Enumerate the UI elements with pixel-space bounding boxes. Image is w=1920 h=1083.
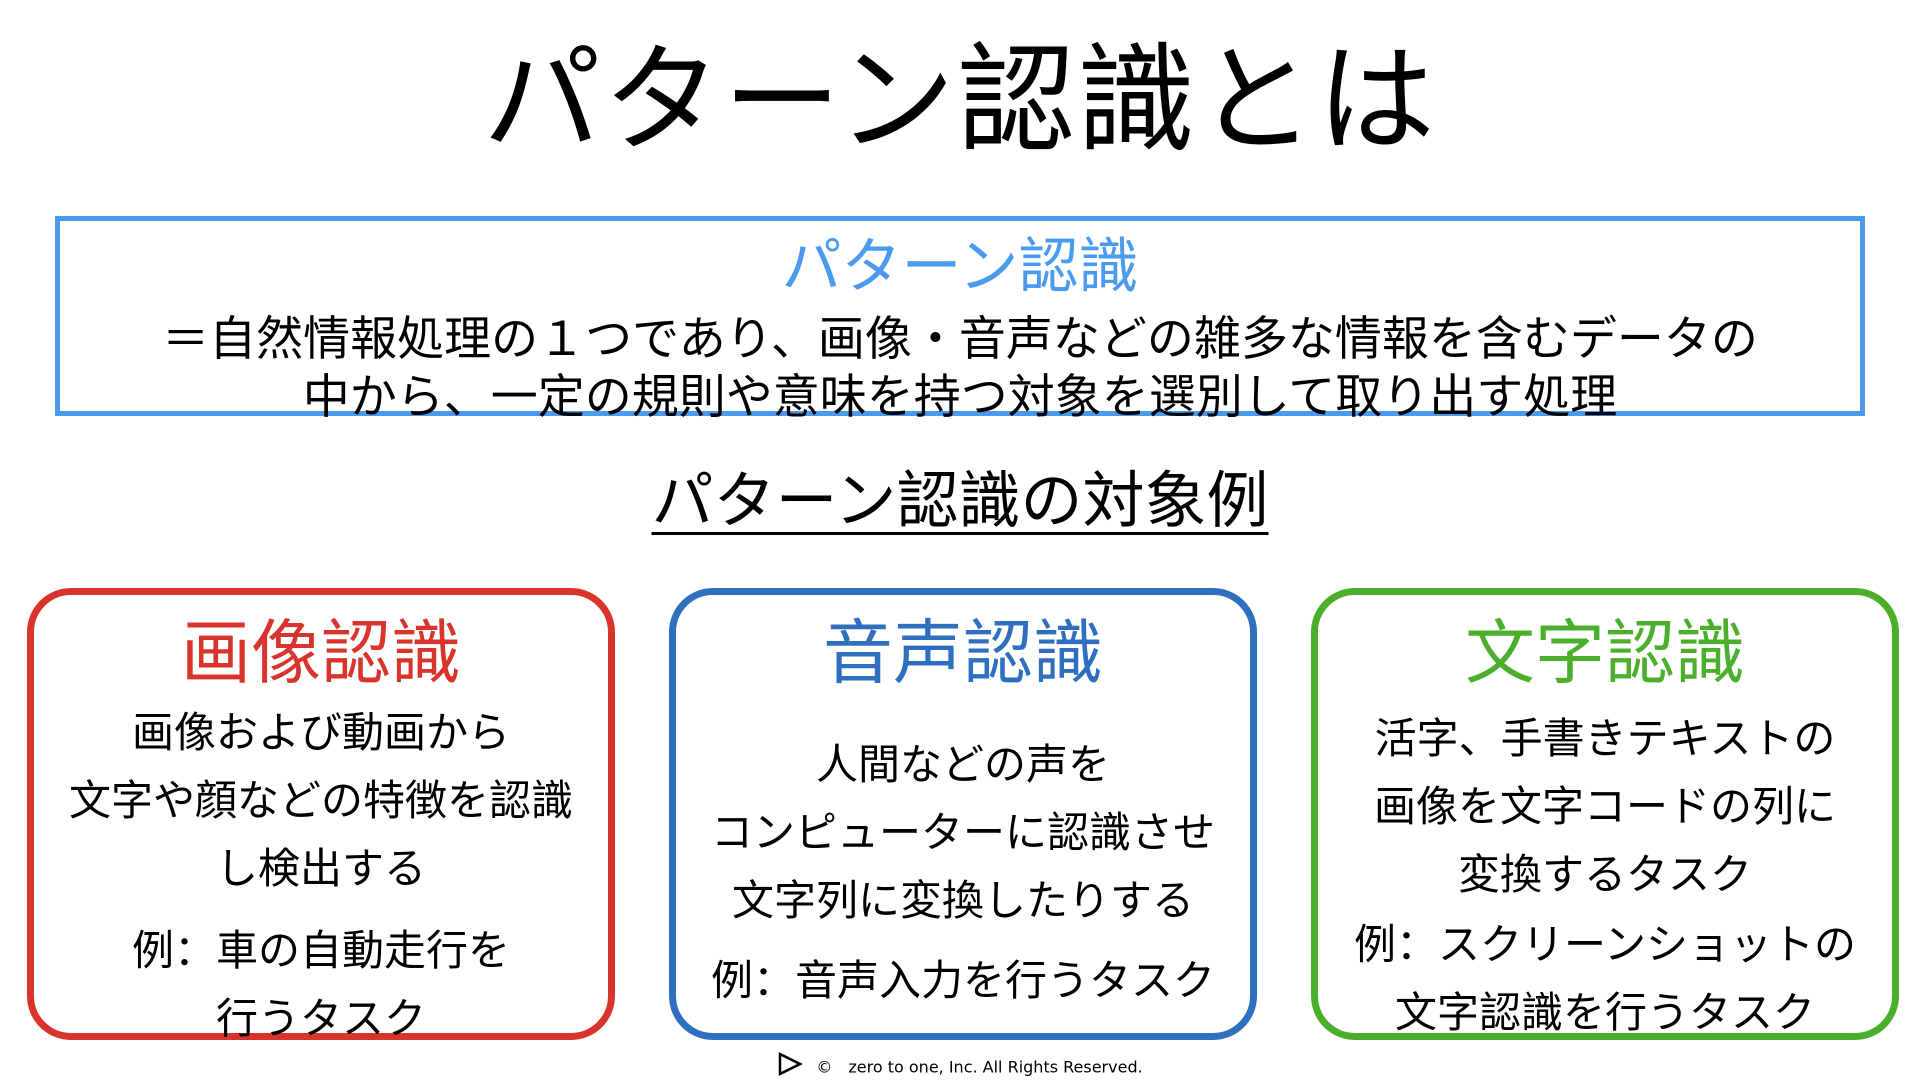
card-speech-recognition: 音声認識 人間などの声を コンピューターに認識させ 文字列に変換したりする 例：…: [669, 588, 1257, 1040]
card-description-line: 文字列に変換したりする: [731, 876, 1194, 925]
page-title: パターン認識とは: [482, 31, 1438, 169]
card-description: 活字、手書きテキストの 画像を文字コードの列に 変換するタスク: [1318, 705, 1892, 909]
definition-line: ＝自然情報処理の１つであり、画像・音声などの雑多な情報を含むデータの: [162, 312, 1758, 367]
card-description-line: コンピューターに認識させ: [710, 808, 1215, 857]
card-example-line: 文字認識を行うタスク: [1394, 988, 1815, 1037]
examples-heading: パターン認識の対象例: [0, 462, 1920, 540]
card-description: 画像および動画から 文字や顔などの特徴を認識 し検出する: [34, 699, 608, 903]
play-triangle-icon: [777, 1051, 804, 1083]
card-description-line: し検出する: [215, 844, 426, 893]
card-description: 人間などの声を コンピューターに認識させ 文字列に変換したりする: [676, 731, 1250, 935]
examples-heading-text: パターン認識の対象例: [651, 464, 1269, 537]
card-image-recognition: 画像認識 画像および動画から 文字や顔などの特徴を認識 し検出する 例：車の自動…: [27, 588, 615, 1043]
card-description-line: 活字、手書きテキストの: [1374, 714, 1836, 763]
card-description-line: 文字や顔などの特徴を認識: [68, 776, 573, 825]
footer: © zero to one, Inc. All Rights Reserved.: [0, 1051, 1920, 1083]
card-example: 例：音声入力を行うタスク: [676, 947, 1250, 1015]
card-description-line: 人間などの声を: [815, 740, 1110, 789]
card-example-line: 例：音声入力を行うタスク: [710, 956, 1215, 1005]
card-description-line: 画像および動画から: [131, 708, 510, 757]
card-character-recognition: 文字認識 活字、手書きテキストの 画像を文字コードの列に 変換するタスク 例：ス…: [1311, 588, 1899, 1040]
card-description-line: 画像を文字コードの列に: [1373, 782, 1836, 831]
card-title: 画像認識: [181, 612, 461, 694]
card-example-line: 行うタスク: [215, 994, 426, 1043]
definition-text: ＝自然情報処理の１つであり、画像・音声などの雑多な情報を含むデータの 中から、一…: [60, 311, 1860, 427]
card-example: 例：車の自動走行を 行うタスク: [34, 917, 608, 1053]
card-description-line: 変換するタスク: [1457, 850, 1752, 899]
copyright-text: © zero to one, Inc. All Rights Reserved.: [816, 1057, 1143, 1077]
card-title: 文字認識: [1465, 612, 1745, 694]
definition-line: 中から、一定の規則や意味を持つ対象を選別して取り出す処理: [302, 370, 1618, 425]
definition-heading: パターン認識: [781, 232, 1139, 302]
card-title: 音声認識: [823, 612, 1103, 694]
definition-box: パターン認識 ＝自然情報処理の１つであり、画像・音声などの雑多な情報を含むデータ…: [55, 216, 1865, 425]
card-example-line: 例：車の自動走行を: [131, 926, 510, 975]
card-example: 例：スクリーンショットの 文字認識を行うタスク: [1318, 911, 1892, 1047]
card-example-line: 例：スクリーンショットの: [1354, 920, 1856, 969]
